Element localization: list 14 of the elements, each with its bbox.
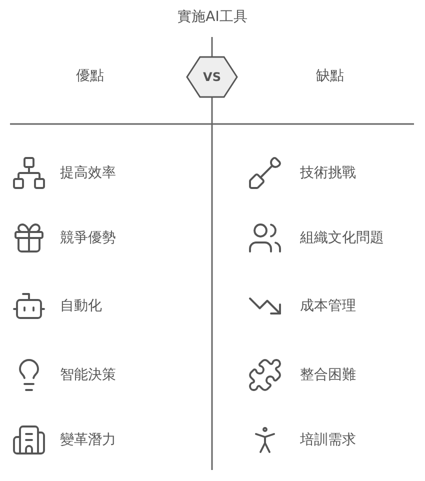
item-label: 整合困難: [300, 366, 356, 384]
item-label: 自動化: [60, 297, 102, 315]
item-label: 智能決策: [60, 366, 116, 384]
column-heading: 優點: [75, 67, 105, 85]
column-heading: 缺點: [315, 67, 345, 85]
item-label: 組織文化問題: [300, 229, 384, 247]
item-label: 競爭優勢: [60, 229, 116, 247]
vs-text: VS: [203, 70, 221, 84]
item-label: 變革潛力: [60, 431, 116, 449]
title: 實施AI工具: [176, 8, 248, 26]
item-label: 成本管理: [300, 297, 356, 315]
item-label: 提高效率: [60, 164, 116, 182]
item-label: 培訓需求: [300, 431, 356, 449]
item-label: 技術挑戰: [300, 164, 356, 182]
